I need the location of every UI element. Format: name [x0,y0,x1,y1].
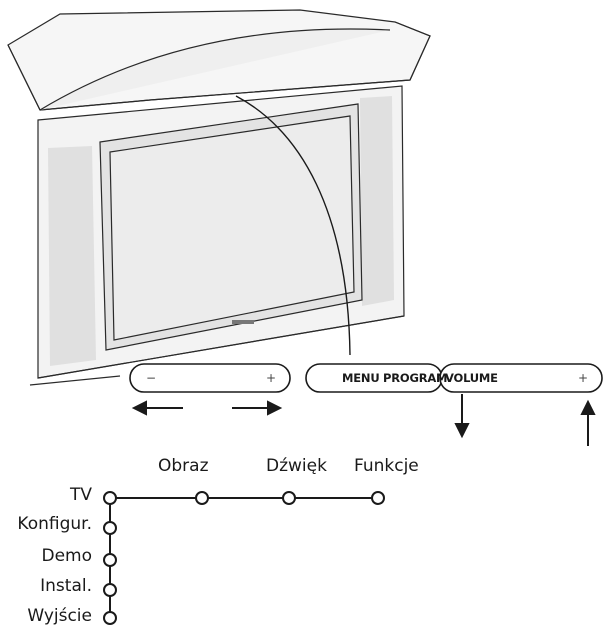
tree-node-funkcje [371,491,385,505]
menu-item-konfigur[interactable]: Konfigur. [17,514,92,534]
plus-sign-left: + [266,371,277,385]
menu-label: MENU [342,371,380,385]
menu-tree-lines [103,491,385,625]
volume-label: VOLUME [445,371,498,385]
tv-illustration [7,9,431,386]
tree-node-demo [103,553,117,567]
tree-node-wyjscie [103,611,117,625]
tree-node-obraz [195,491,209,505]
arrow-up-icon [580,399,596,415]
menu-item-funkcje[interactable]: Funkcje [354,456,419,476]
tree-node-dzwiek [282,491,296,505]
volume-left-pill[interactable] [129,363,291,393]
volume-right-pill[interactable] [439,363,603,393]
menu-item-tv[interactable]: TV [69,485,92,505]
menu-item-obraz[interactable]: Obraz [158,456,209,476]
tree-node-tv [103,491,117,505]
arrow-left-icon [131,400,147,416]
plus-sign-right: + [578,371,589,385]
arrow-right-icon [267,400,283,416]
menu-item-instal[interactable]: Instal. [40,576,92,596]
arrows [131,394,596,446]
control-buttons-art [129,363,603,393]
menu-item-wyjscie[interactable]: Wyjście [27,606,92,626]
arrow-down-icon [454,423,470,439]
tree-node-konfigur [103,521,117,535]
tree-node-instal [103,583,117,597]
program-label: PROGRAM [383,371,448,385]
minus-sign: − [146,371,157,385]
menu-item-demo[interactable]: Demo [41,546,92,566]
menu-item-dzwiek[interactable]: Dźwięk [266,456,327,476]
